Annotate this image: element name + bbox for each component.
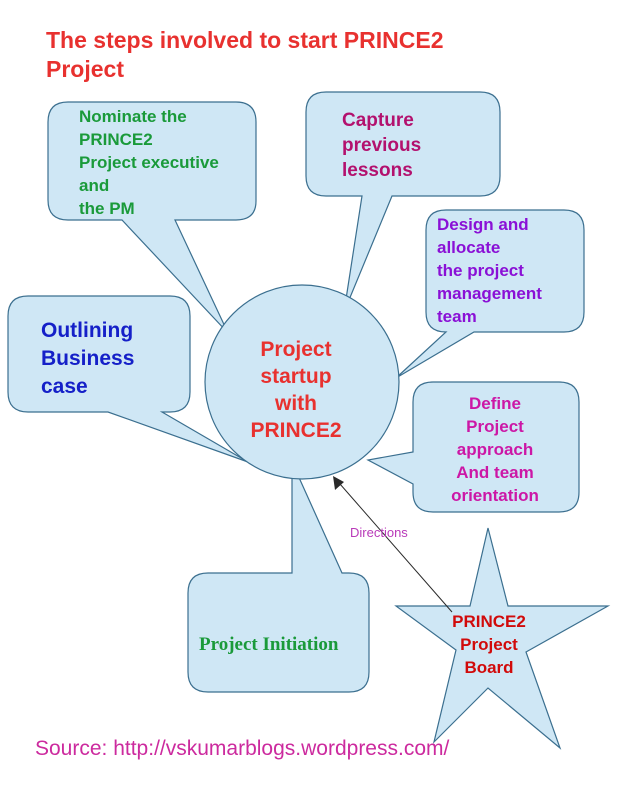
callout-outline-shape (7, 295, 249, 463)
callout-outline-text: Outlining Business case (41, 319, 135, 398)
source-caption: Source: http://vskumarblogs.wordpress.co… (35, 737, 450, 760)
callout-design-text: Design and allocate the project manageme… (437, 215, 542, 326)
callout-nominate-shape (47, 101, 257, 334)
callout-initiation-shape (187, 461, 370, 693)
callout-nominate-text: Nominate the PRINCE2 Project executive a… (79, 107, 219, 218)
board-star-shape (394, 527, 611, 750)
center-node-text: Project startup with PRINCE2 (250, 338, 342, 442)
directions-arrow (333, 476, 453, 613)
arrow-label: Directions (350, 525, 408, 540)
callout-capture-shape (305, 91, 501, 313)
center-node-circle (204, 284, 400, 480)
diagram-title: The steps involved to start PRINCE2 Proj… (46, 27, 444, 82)
callout-initiation-text: Project Initiation (199, 634, 339, 655)
callout-capture-text: Capture previous lessons (342, 110, 422, 181)
callout-design-shape (395, 209, 585, 379)
callout-define-shape (366, 381, 580, 513)
board-star-text: PRINCE2 Project Board (452, 612, 526, 677)
callout-define-text: Define Project approach And team orienta… (451, 394, 539, 505)
